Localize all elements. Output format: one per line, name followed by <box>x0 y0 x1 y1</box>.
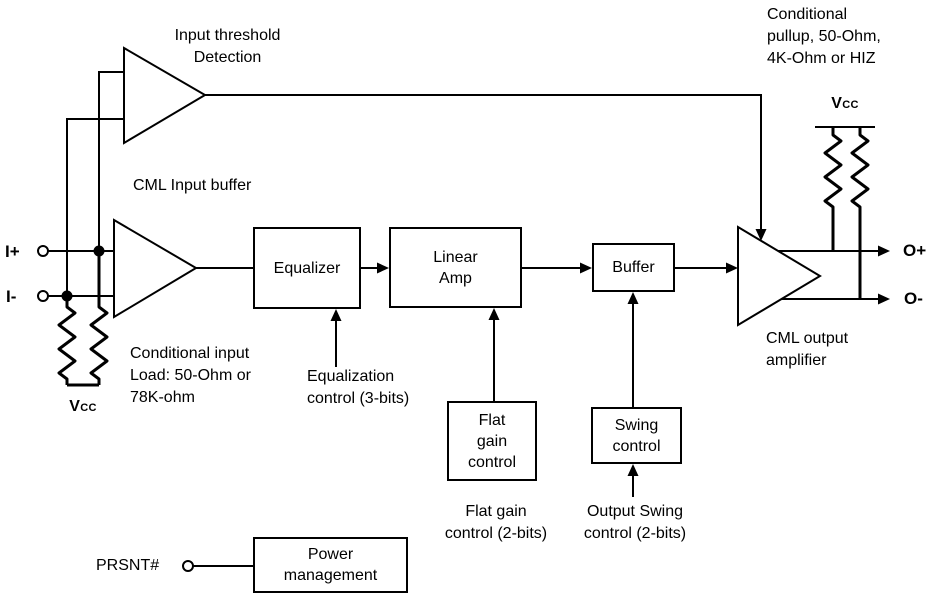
arrowhead-into-output-amp <box>726 262 738 274</box>
arrowhead-into-swing-control <box>627 464 639 476</box>
input-threshold-amp-triangle <box>123 46 207 145</box>
o-plus-label: O+ <box>903 241 927 260</box>
prsnt-label: PRSNT# <box>96 557 160 574</box>
input-threshold-detection-label: Input threshold Detection <box>174 27 281 66</box>
cml-input-buffer-triangle <box>113 218 198 319</box>
junction-dot-i-plus <box>93 245 105 257</box>
i-minus-terminal-circle <box>37 290 49 302</box>
output-swing-control-label: Output Swing control (2-bits) <box>583 503 687 542</box>
threshold-input-tap-negative <box>66 118 124 296</box>
arrowhead-into-linear-amp-bottom <box>488 308 500 320</box>
equalization-control-label: Equalization control (3-bits) <box>307 368 410 407</box>
i-minus-label: I- <box>6 287 17 306</box>
flat-gain-control-block: Flat gain control <box>447 401 537 481</box>
threshold-output-wire <box>205 94 762 229</box>
arrowhead-o-minus <box>878 293 890 305</box>
arrowhead-o-plus <box>878 245 890 257</box>
conditional-pullup-label: Conditional pullup, 50-Ohm, 4K-Ohm or HI… <box>767 6 881 67</box>
input-termination-resistor-right <box>89 251 109 385</box>
i-plus-terminal-circle <box>37 245 49 257</box>
arrowhead-threshold-into-output-amp <box>755 229 767 241</box>
pullup-resistor-right <box>850 127 870 299</box>
equalizer-block: Equalizer <box>253 227 361 309</box>
arrowhead-into-buffer <box>580 262 592 274</box>
cml-output-amplifier-label: CML output amplifier <box>766 330 849 369</box>
conditional-input-load-label: Conditional input Load: 50-Ohm or 78K-oh… <box>130 345 251 406</box>
arrowhead-into-buffer-bottom <box>627 292 639 304</box>
arrowhead-into-equalizer-bottom <box>330 309 342 321</box>
input-termination-resistor-left <box>57 296 77 385</box>
threshold-input-tap-positive <box>98 71 124 251</box>
swing-control-block: Swing control <box>591 407 682 464</box>
flat-gain-control-label: Flat gain control (2-bits) <box>444 503 548 542</box>
power-management-block: Power management <box>253 537 408 593</box>
arrowhead-into-linear-amp <box>377 262 389 274</box>
i-plus-label: I+ <box>5 242 20 261</box>
o-minus-label: O- <box>904 289 923 308</box>
cml-output-amp-triangle <box>737 225 822 327</box>
prsnt-terminal-circle <box>182 560 194 572</box>
buffer-block: Buffer <box>592 243 675 292</box>
vcc-output-label: Vcc <box>831 95 859 112</box>
junction-dot-i-minus <box>61 290 73 302</box>
pullup-resistor-left <box>823 127 843 251</box>
linear-amp-block: Linear Amp <box>389 227 522 308</box>
vcc-input-label: Vcc <box>69 398 97 415</box>
cml-input-buffer-label: CML Input buffer <box>133 177 252 194</box>
